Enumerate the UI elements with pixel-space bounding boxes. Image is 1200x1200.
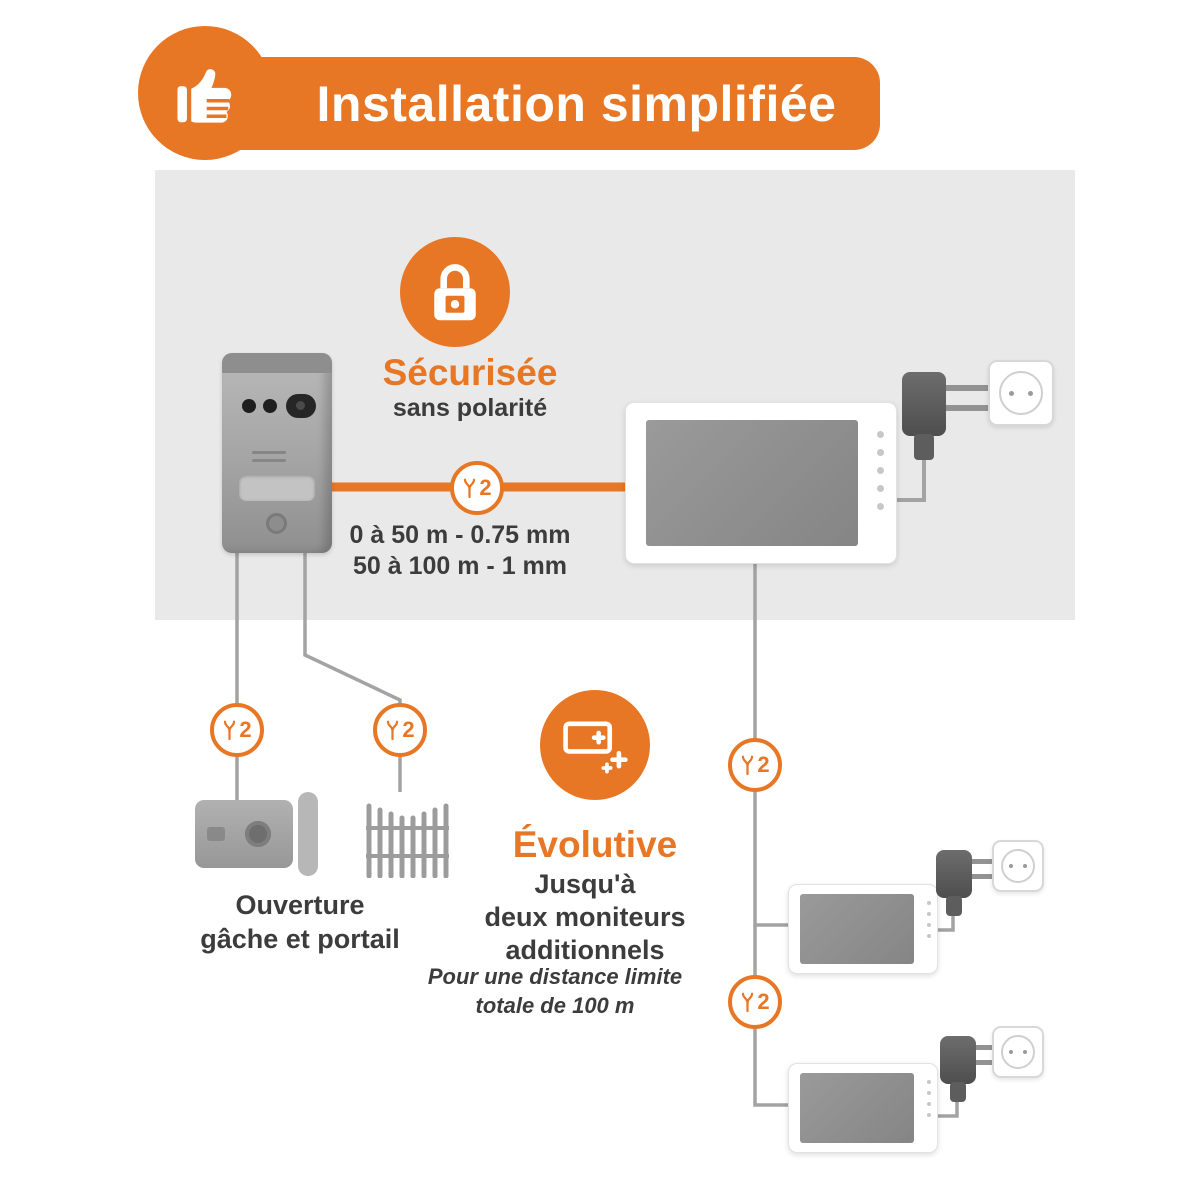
power-adapter-monitor1 (936, 850, 996, 918)
socket-hole (1009, 864, 1013, 868)
wall-outlet-monitor2 (992, 1026, 1044, 1078)
monitor-screen (800, 894, 914, 964)
wire-count-badge-gate: 2 (373, 703, 427, 757)
adapter-body (902, 372, 946, 436)
title-banner: Installation simplifiée (155, 57, 880, 150)
adapter-cord-grip (946, 896, 962, 916)
wire-spec-line2: 50 à 100 m - 1 mm (352, 552, 567, 580)
wire-count-badge-monitor2: 2 (728, 975, 782, 1029)
opening-caption-line1: Ouverture (235, 890, 365, 920)
additional-monitor-1 (788, 884, 938, 974)
padlock-icon (434, 264, 476, 321)
monitor-plus-icon (563, 721, 628, 774)
power-adapter (902, 372, 992, 464)
plug-prong (968, 859, 996, 864)
power-adapter-monitor2 (940, 1036, 1000, 1104)
two-wire-icon (742, 755, 754, 776)
monitor1-adapter-cord (937, 912, 955, 932)
monitor-screen (800, 1073, 914, 1143)
evolutive-line2: deux moniteurs (484, 902, 686, 932)
wire-count: 2 (757, 752, 770, 777)
socket-hole (1023, 864, 1027, 868)
gate-icon (366, 803, 449, 878)
monitor-screen (646, 420, 858, 546)
monitor-controls (877, 431, 884, 510)
outlet-socket (1001, 849, 1035, 883)
additional-monitor-2 (788, 1063, 938, 1153)
strike-plate (298, 792, 318, 876)
evolutive-heading: Évolutive (512, 824, 678, 865)
page-title: Installation simplifiée (316, 75, 837, 132)
wall-outlet-monitor1 (992, 840, 1044, 892)
gate-wire-line (303, 552, 402, 792)
two-wire-icon (742, 992, 754, 1013)
adapter-cord-grip (950, 1082, 966, 1102)
door-station (222, 353, 332, 553)
plug-prong (972, 1045, 1000, 1050)
plug-prong (944, 385, 992, 391)
camera-lens (286, 394, 316, 418)
speaker-hole (242, 399, 256, 413)
evolutive-description: Jusqu'à deux moniteurs additionnels (430, 868, 740, 967)
adapter-body (940, 1036, 976, 1084)
evolutive-note-line1: Pour une distance limite (427, 964, 683, 989)
socket-hole (1028, 390, 1033, 396)
padlock-badge (400, 237, 510, 347)
lock-button (245, 821, 271, 847)
plug-prong (944, 405, 992, 411)
evolutive-note: Pour une distance limite totale de 100 m (400, 962, 710, 1020)
plug-prong (972, 1060, 1000, 1065)
wire-count-badge-monitor1: 2 (728, 738, 782, 792)
secure-subheading: sans polarité (392, 394, 548, 422)
wire-count: 2 (479, 475, 492, 500)
thumbs-up-icon (177, 69, 232, 123)
outlet-socket (1001, 1035, 1035, 1069)
lock-slot (207, 827, 225, 841)
wire-count: 2 (239, 717, 252, 742)
call-button (266, 513, 287, 534)
wire-count-badge-main: 2 (450, 461, 504, 515)
thumbs-up-badge (138, 26, 272, 160)
socket-hole (1009, 1050, 1013, 1054)
outlet-socket (999, 371, 1043, 415)
monitor-controls (927, 1080, 931, 1117)
evolutive-note-line2: totale de 100 m (475, 993, 635, 1018)
main-monitor (625, 402, 897, 564)
evolutive-line3: additionnels (505, 935, 665, 965)
plug-prong (968, 874, 996, 879)
evolutive-line1: Jusqu'à (534, 869, 636, 899)
monitor-controls (927, 901, 931, 938)
wall-outlet (988, 360, 1054, 426)
door-station-visor (222, 353, 332, 373)
two-wire-icon (387, 720, 399, 741)
socket-hole (1009, 390, 1014, 396)
opening-caption-line2: gâche et portail (200, 924, 400, 954)
electric-lock (195, 800, 293, 868)
speaker-hole (263, 399, 277, 413)
two-wire-icon (224, 720, 236, 741)
main-adapter-cord (897, 456, 926, 502)
speaker-slot (252, 451, 286, 454)
wire-count: 2 (402, 717, 415, 742)
speaker-slot (252, 459, 286, 462)
socket-hole (1023, 1050, 1027, 1054)
secure-heading: Sécurisée (382, 352, 558, 393)
wire-count-badge-lock: 2 (210, 703, 264, 757)
name-plate (239, 475, 315, 501)
wire-spec: 0 à 50 m - 0.75 mm 50 à 100 m - 1 mm (320, 520, 600, 582)
adapter-cord-grip (914, 434, 934, 460)
two-wire-icon (464, 478, 476, 499)
adapter-body (936, 850, 972, 898)
evolutive-badge (540, 690, 650, 800)
wire-count: 2 (757, 989, 770, 1014)
monitor2-adapter-cord (937, 1098, 959, 1118)
wire-spec-line1: 0 à 50 m - 0.75 mm (349, 521, 571, 549)
opening-caption: Ouverture gâche et portail (160, 888, 440, 956)
